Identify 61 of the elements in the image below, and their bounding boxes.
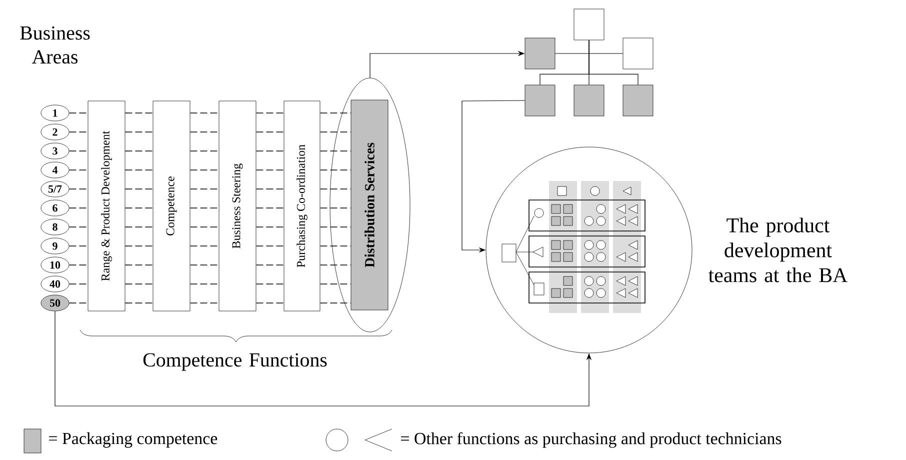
business-area-oval: 8 xyxy=(40,218,70,236)
dashed-line xyxy=(190,226,220,228)
dashed-line xyxy=(320,188,352,190)
dashed-line xyxy=(124,226,154,228)
business-area-oval: 9 xyxy=(40,238,70,254)
org-chart-box xyxy=(524,38,556,70)
dashed-line xyxy=(190,188,220,190)
dashed-line xyxy=(256,112,284,114)
function-box: Distribution Services xyxy=(350,100,388,310)
function-box: Purchasing Co-ordination xyxy=(284,100,320,312)
dashed-line xyxy=(256,264,284,266)
dashed-line xyxy=(124,150,154,152)
org-chart-box xyxy=(574,84,604,116)
dashed-line xyxy=(124,302,154,304)
business-area-oval: 1 xyxy=(40,104,70,122)
dashed-line xyxy=(124,112,154,114)
dashed-line xyxy=(68,264,88,266)
legend-text: = Other functions as purchasing and product technicians xyxy=(401,432,782,448)
team-circle xyxy=(486,146,692,354)
dashed-line xyxy=(124,264,154,266)
heading: Competence Functions xyxy=(143,353,327,371)
function-box: Range & Product Development xyxy=(88,100,126,312)
legend-text: = Packaging competence xyxy=(49,432,218,448)
dashed-line xyxy=(256,188,284,190)
dashed-line xyxy=(256,150,284,152)
function-box: Competence xyxy=(152,100,190,312)
dashed-line xyxy=(68,302,88,304)
org-chart-box xyxy=(622,38,654,70)
dashed-line xyxy=(124,188,154,190)
connector-line xyxy=(554,53,624,54)
dashed-line xyxy=(320,226,352,228)
dashed-line xyxy=(256,302,284,304)
highlight-ellipse xyxy=(330,78,410,332)
business-area-oval: 4 xyxy=(40,162,70,178)
dashed-line xyxy=(190,112,220,114)
dashed-line xyxy=(320,112,352,114)
dashed-line xyxy=(256,226,284,228)
business-area-oval: 2 xyxy=(40,124,70,140)
dashed-line xyxy=(320,150,352,152)
dashed-line xyxy=(190,150,220,152)
business-area-oval: 5/7 xyxy=(40,180,70,198)
org-chart-box xyxy=(622,84,654,116)
dashed-line xyxy=(68,226,88,228)
business-area-oval: 6 xyxy=(40,200,70,216)
connector-line xyxy=(588,40,638,86)
dashed-line xyxy=(190,264,220,266)
circle-caption: The product development teams at the BA xyxy=(708,218,848,282)
function-box: Business Steering xyxy=(218,100,256,312)
business-area-oval: 3 xyxy=(40,142,70,160)
org-chart-box xyxy=(574,8,604,40)
dashed-line xyxy=(68,112,88,114)
heading: Business Areas xyxy=(20,26,90,64)
dashed-line xyxy=(320,302,352,304)
business-area-oval: 40 xyxy=(40,276,70,292)
dashed-line xyxy=(68,150,88,152)
dashed-line xyxy=(320,264,352,266)
dashed-line xyxy=(190,302,220,304)
dashed-line xyxy=(68,188,88,190)
business-area-oval: 50 xyxy=(40,294,70,312)
business-area-oval: 10 xyxy=(40,256,70,274)
org-chart-box xyxy=(524,84,556,116)
